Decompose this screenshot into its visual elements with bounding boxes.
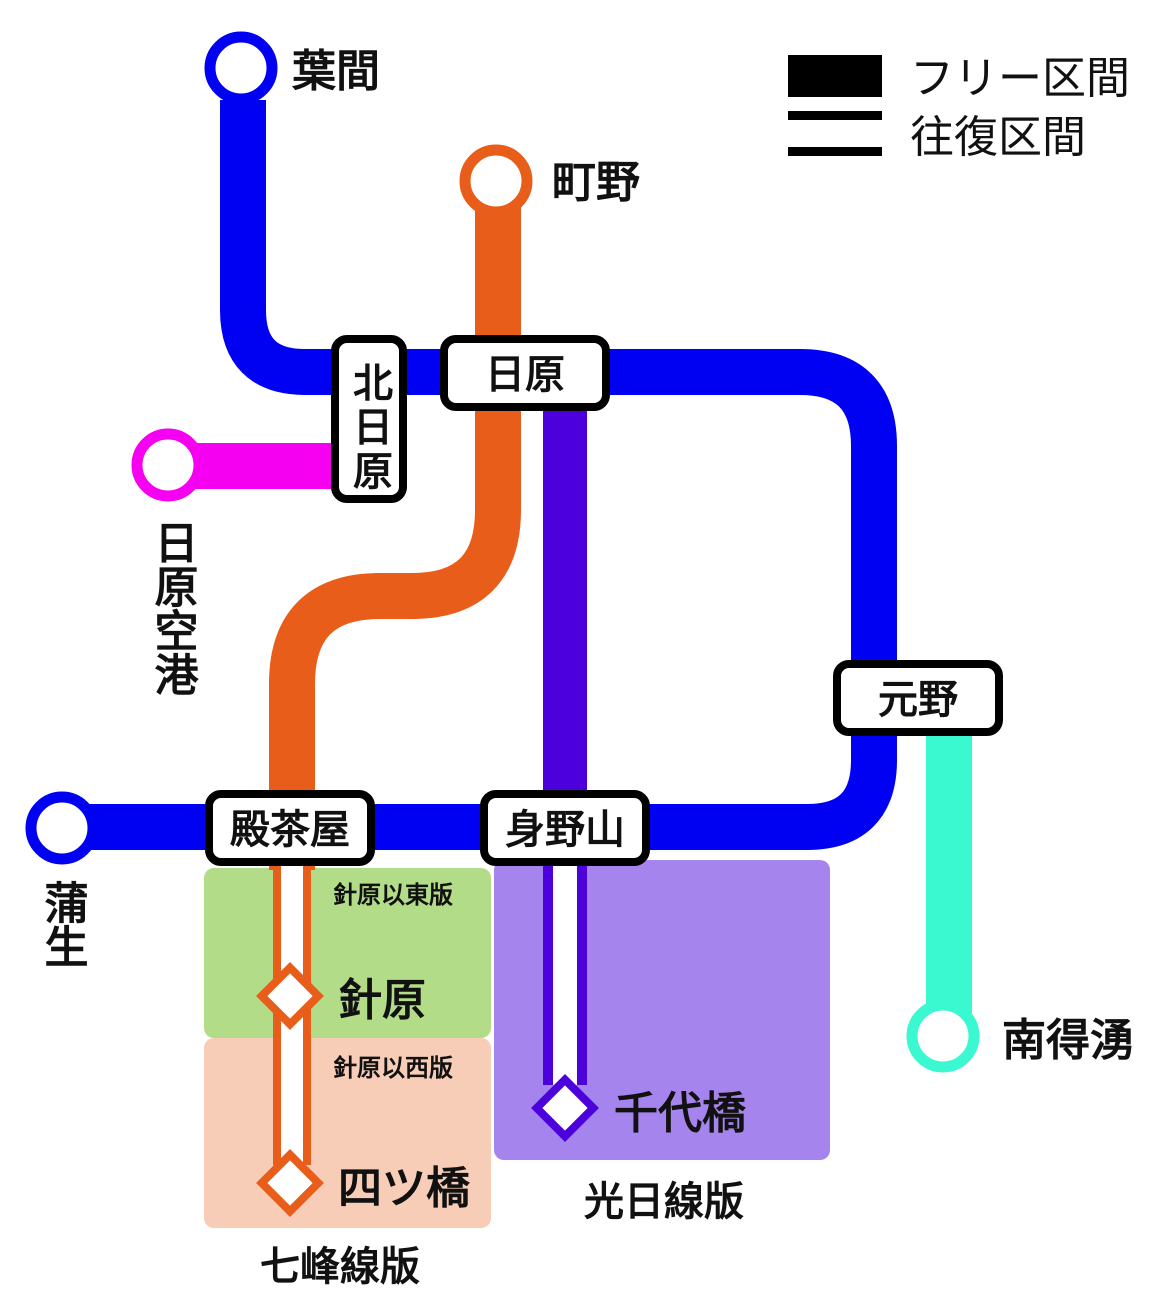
terminal-airport-icon <box>131 428 205 502</box>
terminal-hama-icon <box>204 31 278 105</box>
station-label-minoyama: 身野山 <box>505 807 625 853</box>
station-label-hihara: 日原 <box>485 352 565 398</box>
diamond-yotsubashi-icon <box>256 1149 324 1217</box>
terminal-gamo-icon <box>25 791 99 865</box>
legend-roundtrip-swatch-top <box>788 111 882 120</box>
legend-free-swatch <box>788 55 882 97</box>
version-label-shichimine: 七峰線版 <box>260 1244 420 1290</box>
station-label-yotsubashi: 四ツ橋 <box>338 1163 470 1214</box>
legend-free-label: フリー区間 <box>910 53 1130 104</box>
zone-label-west: 針原以西版 <box>333 1054 453 1082</box>
station-label-nanutoyu: 南得湧 <box>1002 1015 1134 1066</box>
station-label-chiyobashi: 千代橋 <box>614 1088 746 1139</box>
legend-roundtrip-swatch-bottom <box>788 147 882 156</box>
line-purple-roundtrip-gap <box>553 845 577 1085</box>
terminal-nanutoyu-icon <box>906 999 980 1073</box>
station-label-kitahihara: 北日原 <box>346 362 393 494</box>
station-label-hariwara: 針原 <box>338 975 426 1026</box>
line-aqua <box>926 700 972 1040</box>
station-label-motono: 元野 <box>878 677 958 723</box>
station-box-kitahihara <box>331 335 407 503</box>
station-label-machino: 町野 <box>552 157 640 208</box>
legend-roundtrip-label: 往復区間 <box>910 112 1086 163</box>
station-box-denchaya <box>205 790 375 866</box>
line-orange <box>269 185 521 870</box>
station-label-hama: 葉間 <box>291 46 380 97</box>
station-label-denchaya: 殿茶屋 <box>230 807 350 853</box>
station-label-gamo: 蒲生 <box>37 880 89 968</box>
zone-label-east: 針原以東版 <box>333 881 453 909</box>
line-blue <box>60 100 897 850</box>
terminal-machino-icon <box>459 144 533 218</box>
diamond-hariwara-icon <box>256 962 324 1030</box>
station-box-minoyama <box>480 790 650 866</box>
station-box-hihara <box>440 335 610 411</box>
diamond-chiyobashi-icon <box>531 1074 599 1142</box>
station-box-motono <box>833 660 1003 736</box>
station-label-airport: 日原空港 <box>147 520 199 696</box>
line-purple <box>543 380 587 830</box>
version-label-koujitsu: 光日線版 <box>584 1179 744 1225</box>
